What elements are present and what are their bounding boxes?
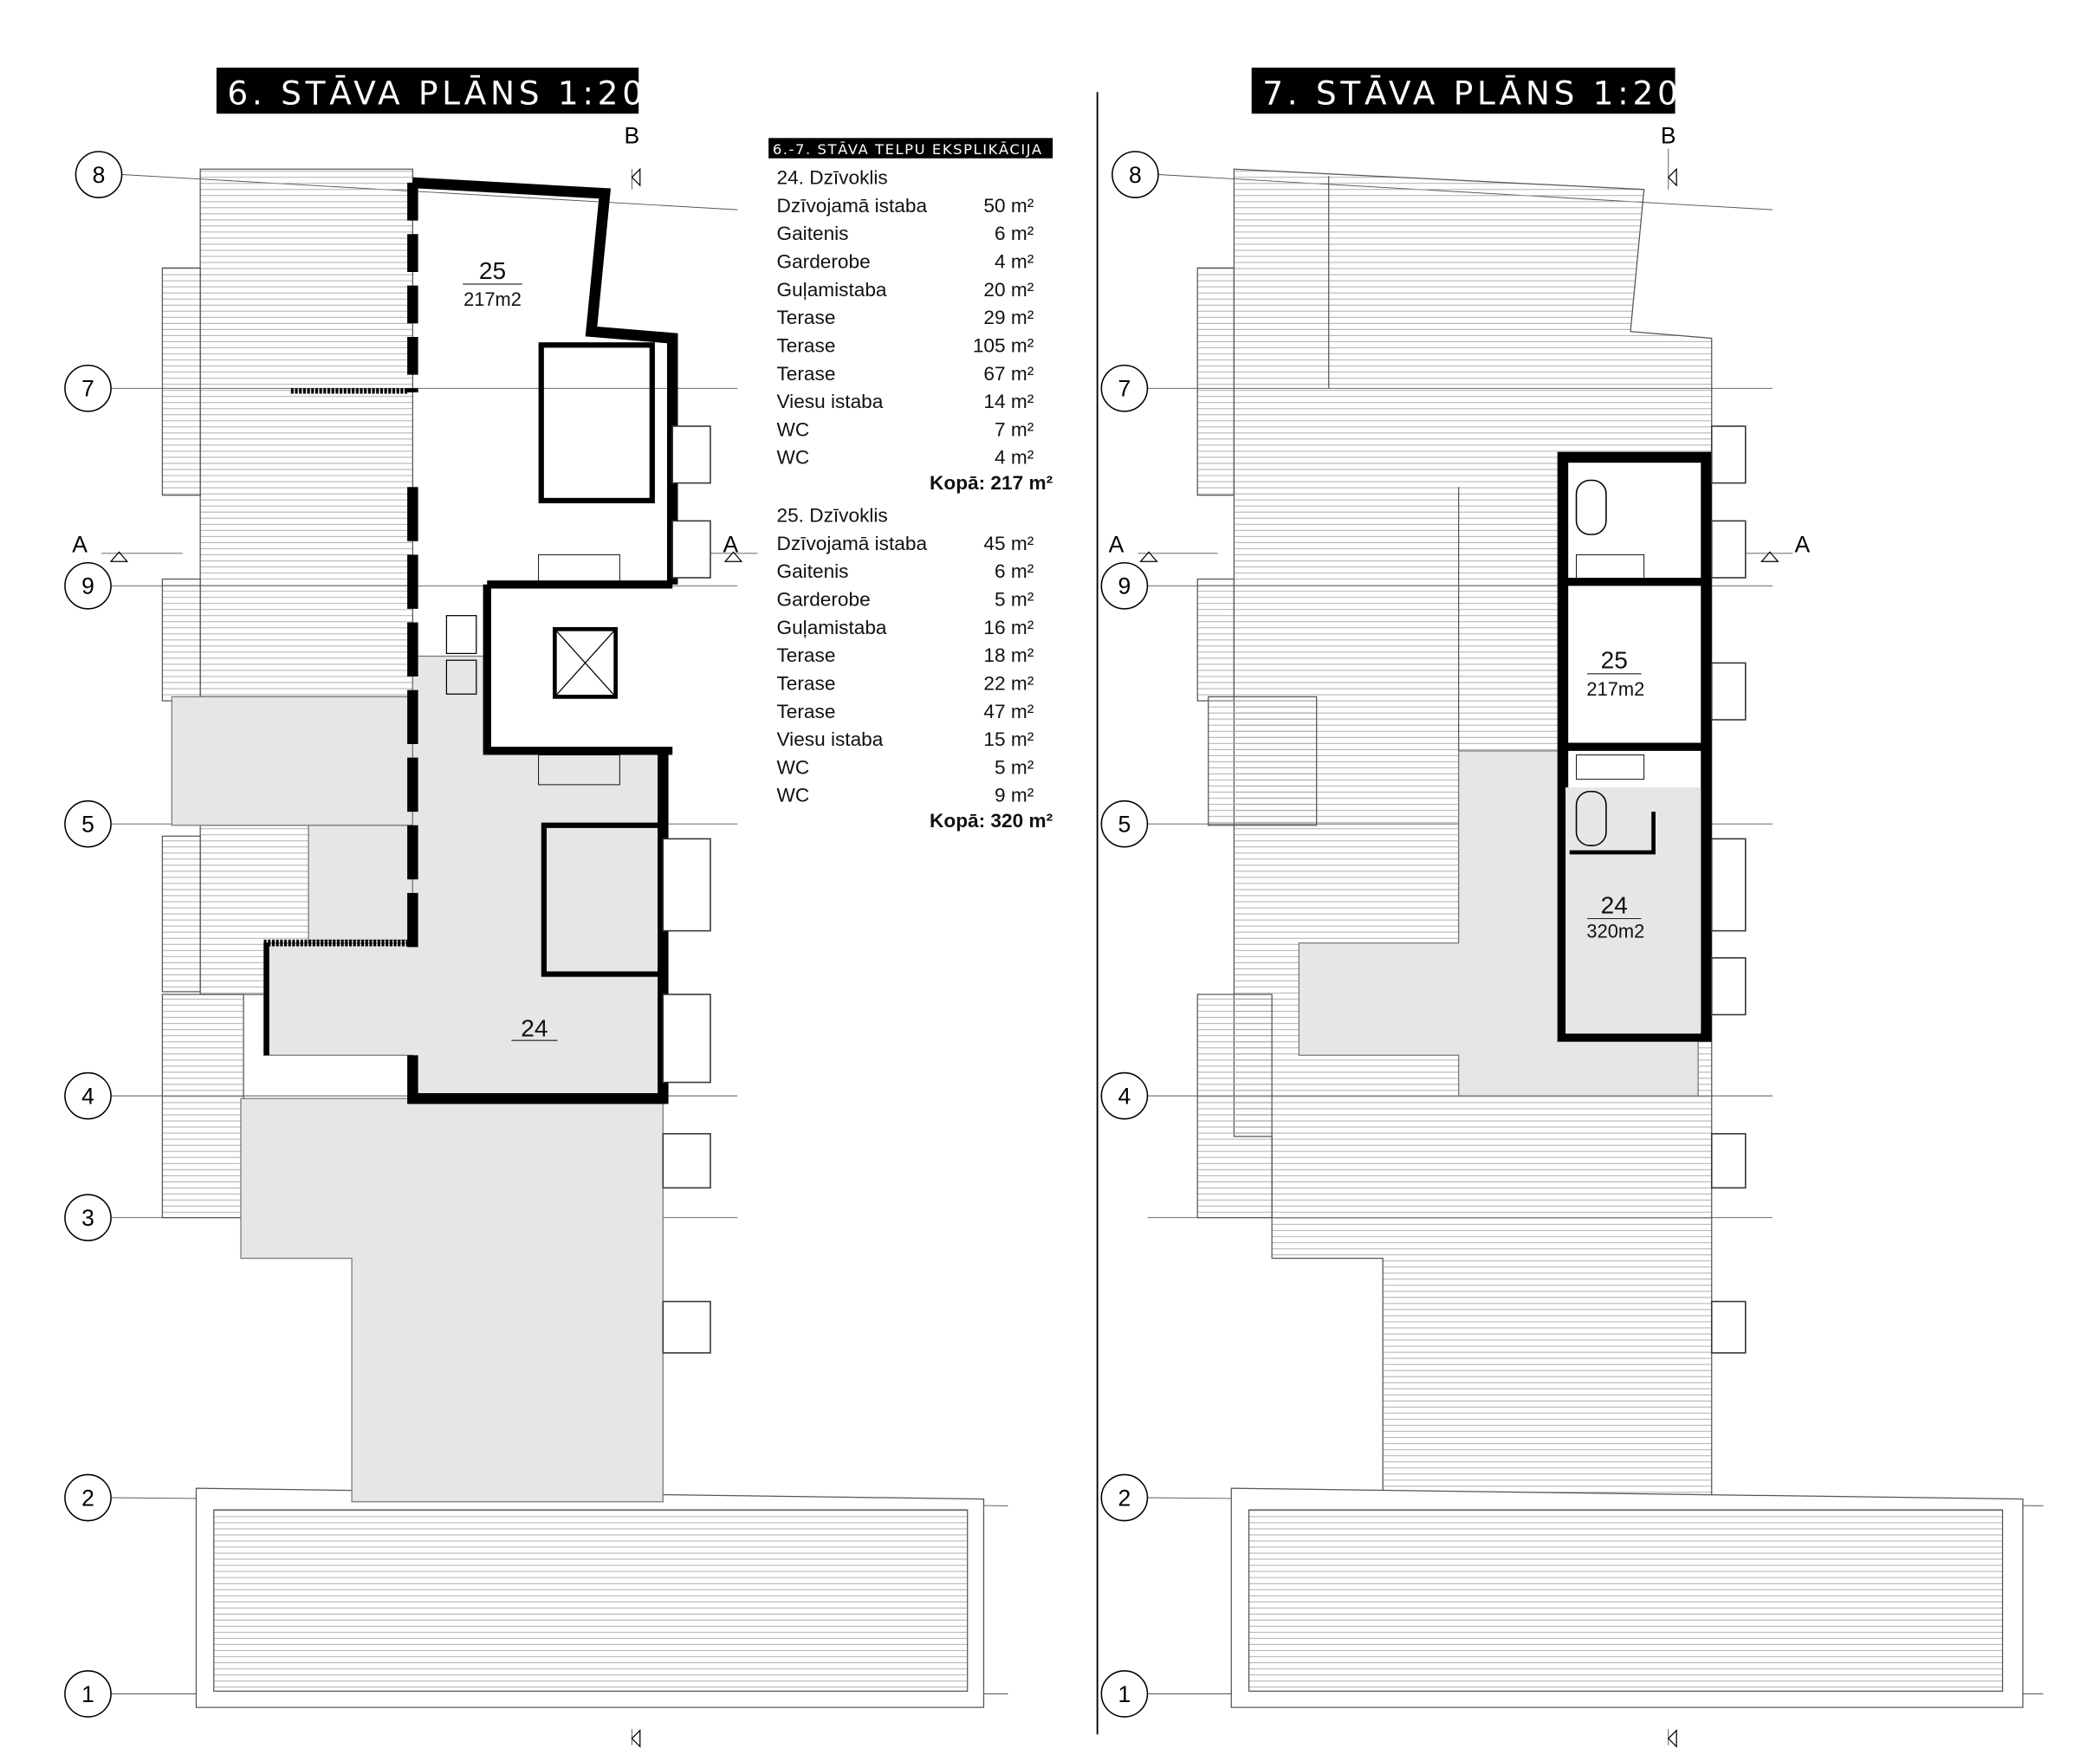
section-marker-icon: [631, 1729, 641, 1748]
room-area: 22 m²: [983, 672, 1034, 694]
section-marker-icon: [1667, 167, 1677, 187]
apartment-24-area: 320m2: [1586, 920, 1644, 942]
section-marker-icon: [1139, 551, 1158, 562]
explication-title-box: [768, 138, 1053, 159]
grid-label-2: 2: [81, 1485, 94, 1511]
apartment-25-label: 25: [1601, 647, 1628, 674]
section-a-label: A: [72, 531, 88, 557]
section-a-label: A: [1109, 531, 1125, 557]
room-area: 6 m²: [995, 223, 1034, 244]
room-name: Terase: [777, 307, 836, 328]
room-area: 4 m²: [995, 447, 1034, 469]
room-area: 5 m²: [995, 588, 1034, 610]
room-area: 45 m²: [983, 533, 1034, 554]
apartment-24-label: 24: [521, 1014, 548, 1041]
room-name: WC: [777, 785, 810, 806]
room-name: Dzīvojamā istaba: [777, 533, 928, 554]
room-area: 67 m²: [983, 363, 1034, 385]
room-name: Garderobe: [777, 588, 871, 610]
room-name: Terase: [777, 672, 836, 694]
balconies: [1710, 425, 1747, 1354]
room-name: Viesu istaba: [777, 728, 884, 750]
room-area: 16 m²: [983, 617, 1034, 638]
grid-label-5: 5: [1118, 812, 1131, 838]
room-name: WC: [777, 447, 810, 469]
plan-title-box: [1251, 68, 1675, 114]
grid-label-8: 8: [93, 162, 106, 188]
apartment-total: Kopā: 320 m²: [930, 810, 1053, 832]
room-area: 7 m²: [995, 418, 1034, 440]
section-b-label: B: [625, 123, 640, 149]
apartment-heading: 24. Dzīvoklis: [777, 166, 888, 188]
room-area: 20 m²: [983, 279, 1034, 301]
section-a-label: A: [1795, 531, 1811, 557]
room-name: Gaitenis: [777, 560, 849, 582]
room-name: Terase: [777, 334, 836, 356]
section-marker-icon: [631, 167, 641, 187]
grid-bubbles: [1100, 151, 1159, 1718]
plan-title-box: [216, 68, 639, 114]
section-marker-icon: [1760, 551, 1779, 562]
grid-label-1: 1: [81, 1681, 94, 1707]
room-area: 9 m²: [995, 785, 1034, 806]
grid-label-3: 3: [81, 1205, 94, 1231]
grid-label-8: 8: [1129, 162, 1142, 188]
room-explication: 6.-7. STĀVA TELPU EKSPLIKĀCIJA 24. Dzīvo…: [768, 138, 1053, 832]
plan-title: 7. STĀVA PLĀNS 1:200: [1262, 74, 1707, 112]
room-area: 105 m²: [973, 334, 1034, 356]
plan-floor-7: 7. STĀVA PLĀNS 1:200: [1100, 68, 2044, 1748]
grid-label-9: 9: [81, 573, 94, 599]
room-area: 5 m²: [995, 756, 1034, 778]
room-name: WC: [777, 756, 810, 778]
walls: [1557, 451, 1712, 1042]
explication-title: 6.-7. STĀVA TELPU EKSPLIKĀCIJA: [773, 141, 1043, 158]
room-name: Guļamistaba: [777, 617, 887, 638]
room-area: 29 m²: [983, 307, 1034, 328]
apartment-25-area: 217m2: [463, 288, 522, 310]
room-name: Dzīvojamā istaba: [777, 195, 928, 217]
grid-label-5: 5: [81, 812, 94, 838]
room-area: 4 m²: [995, 250, 1034, 272]
grid-label-1: 1: [1118, 1681, 1131, 1707]
grid-label-4: 4: [81, 1084, 94, 1110]
room-area: 14 m²: [983, 391, 1034, 412]
room-name: Viesu istaba: [777, 391, 884, 412]
apartment-total: Kopā: 217 m²: [930, 472, 1053, 494]
plan-title: 6. STĀVA PLĀNS 1:200: [227, 74, 671, 112]
room-name: Terase: [777, 644, 836, 666]
apartment-25-label: 25: [479, 257, 506, 284]
room-area: 6 m²: [995, 560, 1034, 582]
balconies: [662, 425, 711, 1354]
apartment-heading: 25. Dzīvoklis: [777, 504, 888, 526]
section-marker-icon: [1667, 1729, 1677, 1748]
terrace-areas: [161, 168, 985, 1708]
room-area: 47 m²: [983, 701, 1034, 722]
room-name: Terase: [777, 363, 836, 385]
section-marker-icon: [109, 551, 129, 562]
room-area: 18 m²: [983, 644, 1034, 666]
section-a-label: A: [723, 531, 739, 557]
plan-floor-6: 6. STĀVA PLĀNS 1:200: [64, 68, 1008, 1748]
walls: [263, 177, 678, 1104]
room-name: Gaitenis: [777, 223, 849, 244]
room-name: Guļamistaba: [777, 279, 887, 301]
grid-label-9: 9: [1118, 573, 1131, 599]
apartment-24-area: [171, 655, 664, 1503]
room-name: WC: [777, 418, 810, 440]
section-marker-icon: [723, 551, 743, 562]
grid-bubbles: [64, 151, 123, 1718]
room-area: 15 m²: [983, 728, 1034, 750]
grid-label-4: 4: [1118, 1084, 1131, 1110]
section-b-label: B: [1661, 123, 1676, 149]
room-area: 50 m²: [983, 195, 1034, 217]
room-name: Terase: [777, 701, 836, 722]
apartment-24-label: 24: [1601, 891, 1628, 918]
grid-label-7: 7: [81, 376, 94, 402]
apartment-25-area: 217m2: [1586, 678, 1644, 700]
room-name: Garderobe: [777, 250, 871, 272]
grid-label-2: 2: [1118, 1485, 1131, 1511]
grid-label-7: 7: [1118, 376, 1131, 402]
